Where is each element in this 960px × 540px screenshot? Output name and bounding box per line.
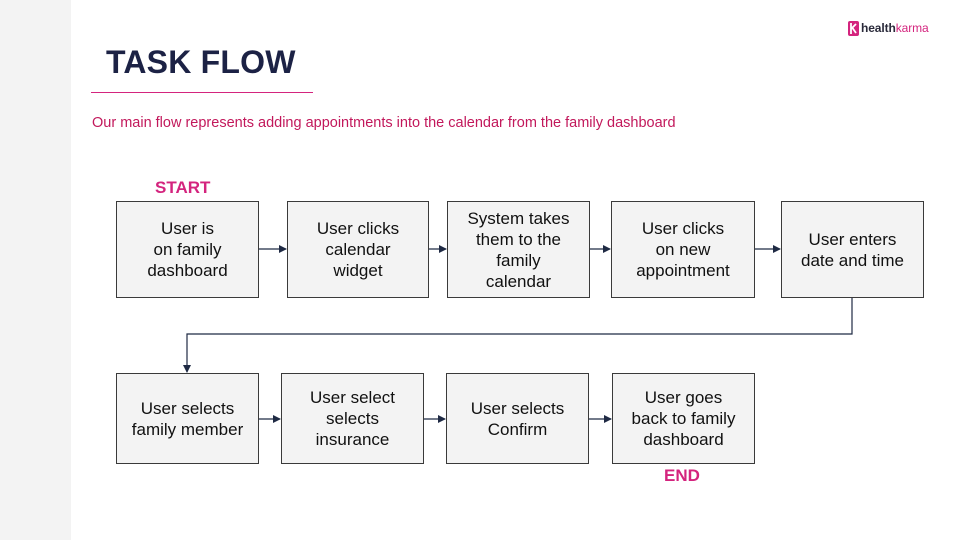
flow-step-5-label: User enters date and time <box>800 229 904 270</box>
flow-step-3-label: System takes them to the family calendar <box>467 208 570 291</box>
page-title: TASK FLOW <box>106 44 296 80</box>
healthkarma-logo: healthkarma <box>848 19 929 37</box>
flow-step-6-label: User selects family member <box>131 398 244 439</box>
arrow-5-6 <box>183 298 853 373</box>
logo-wordmark-karma: karma <box>895 21 929 35</box>
flow-step-3: System takes them to the family calendar <box>447 201 590 298</box>
flow-step-9: User goes back to family dashboard <box>612 373 755 464</box>
title-underline <box>91 92 313 93</box>
flow-step-1: User is on family dashboard <box>116 201 259 298</box>
start-label: START <box>155 178 211 197</box>
flow-step-7-label: User select selects insurance <box>309 388 396 449</box>
flow-step-2: User clicks calendar widget <box>287 201 429 298</box>
flow-step-6: User selects family member <box>116 373 259 464</box>
flow-step-8: User selects Confirm <box>446 373 589 464</box>
flow-step-1-label: User is on family dashboard <box>147 219 228 280</box>
page-subtitle: Our main flow represents adding appointm… <box>92 115 676 131</box>
flow-step-2-label: User clicks calendar widget <box>316 219 400 280</box>
logo-wordmark-health: health <box>861 21 896 35</box>
flow-step-8-label: User selects Confirm <box>470 398 565 439</box>
flow-step-9-label: User goes back to family dashboard <box>631 388 736 449</box>
flow-step-5: User enters date and time <box>781 201 924 298</box>
logo-wordmark: healthkarma <box>861 21 929 35</box>
flow-step-4-label: User clicks on new appointment <box>636 219 730 280</box>
healthkarma-logo-icon <box>848 20 859 36</box>
flow-step-4: User clicks on new appointment <box>611 201 755 298</box>
left-sidebar-strip <box>0 0 71 540</box>
flow-step-7: User select selects insurance <box>281 373 424 464</box>
end-label: END <box>664 466 700 485</box>
